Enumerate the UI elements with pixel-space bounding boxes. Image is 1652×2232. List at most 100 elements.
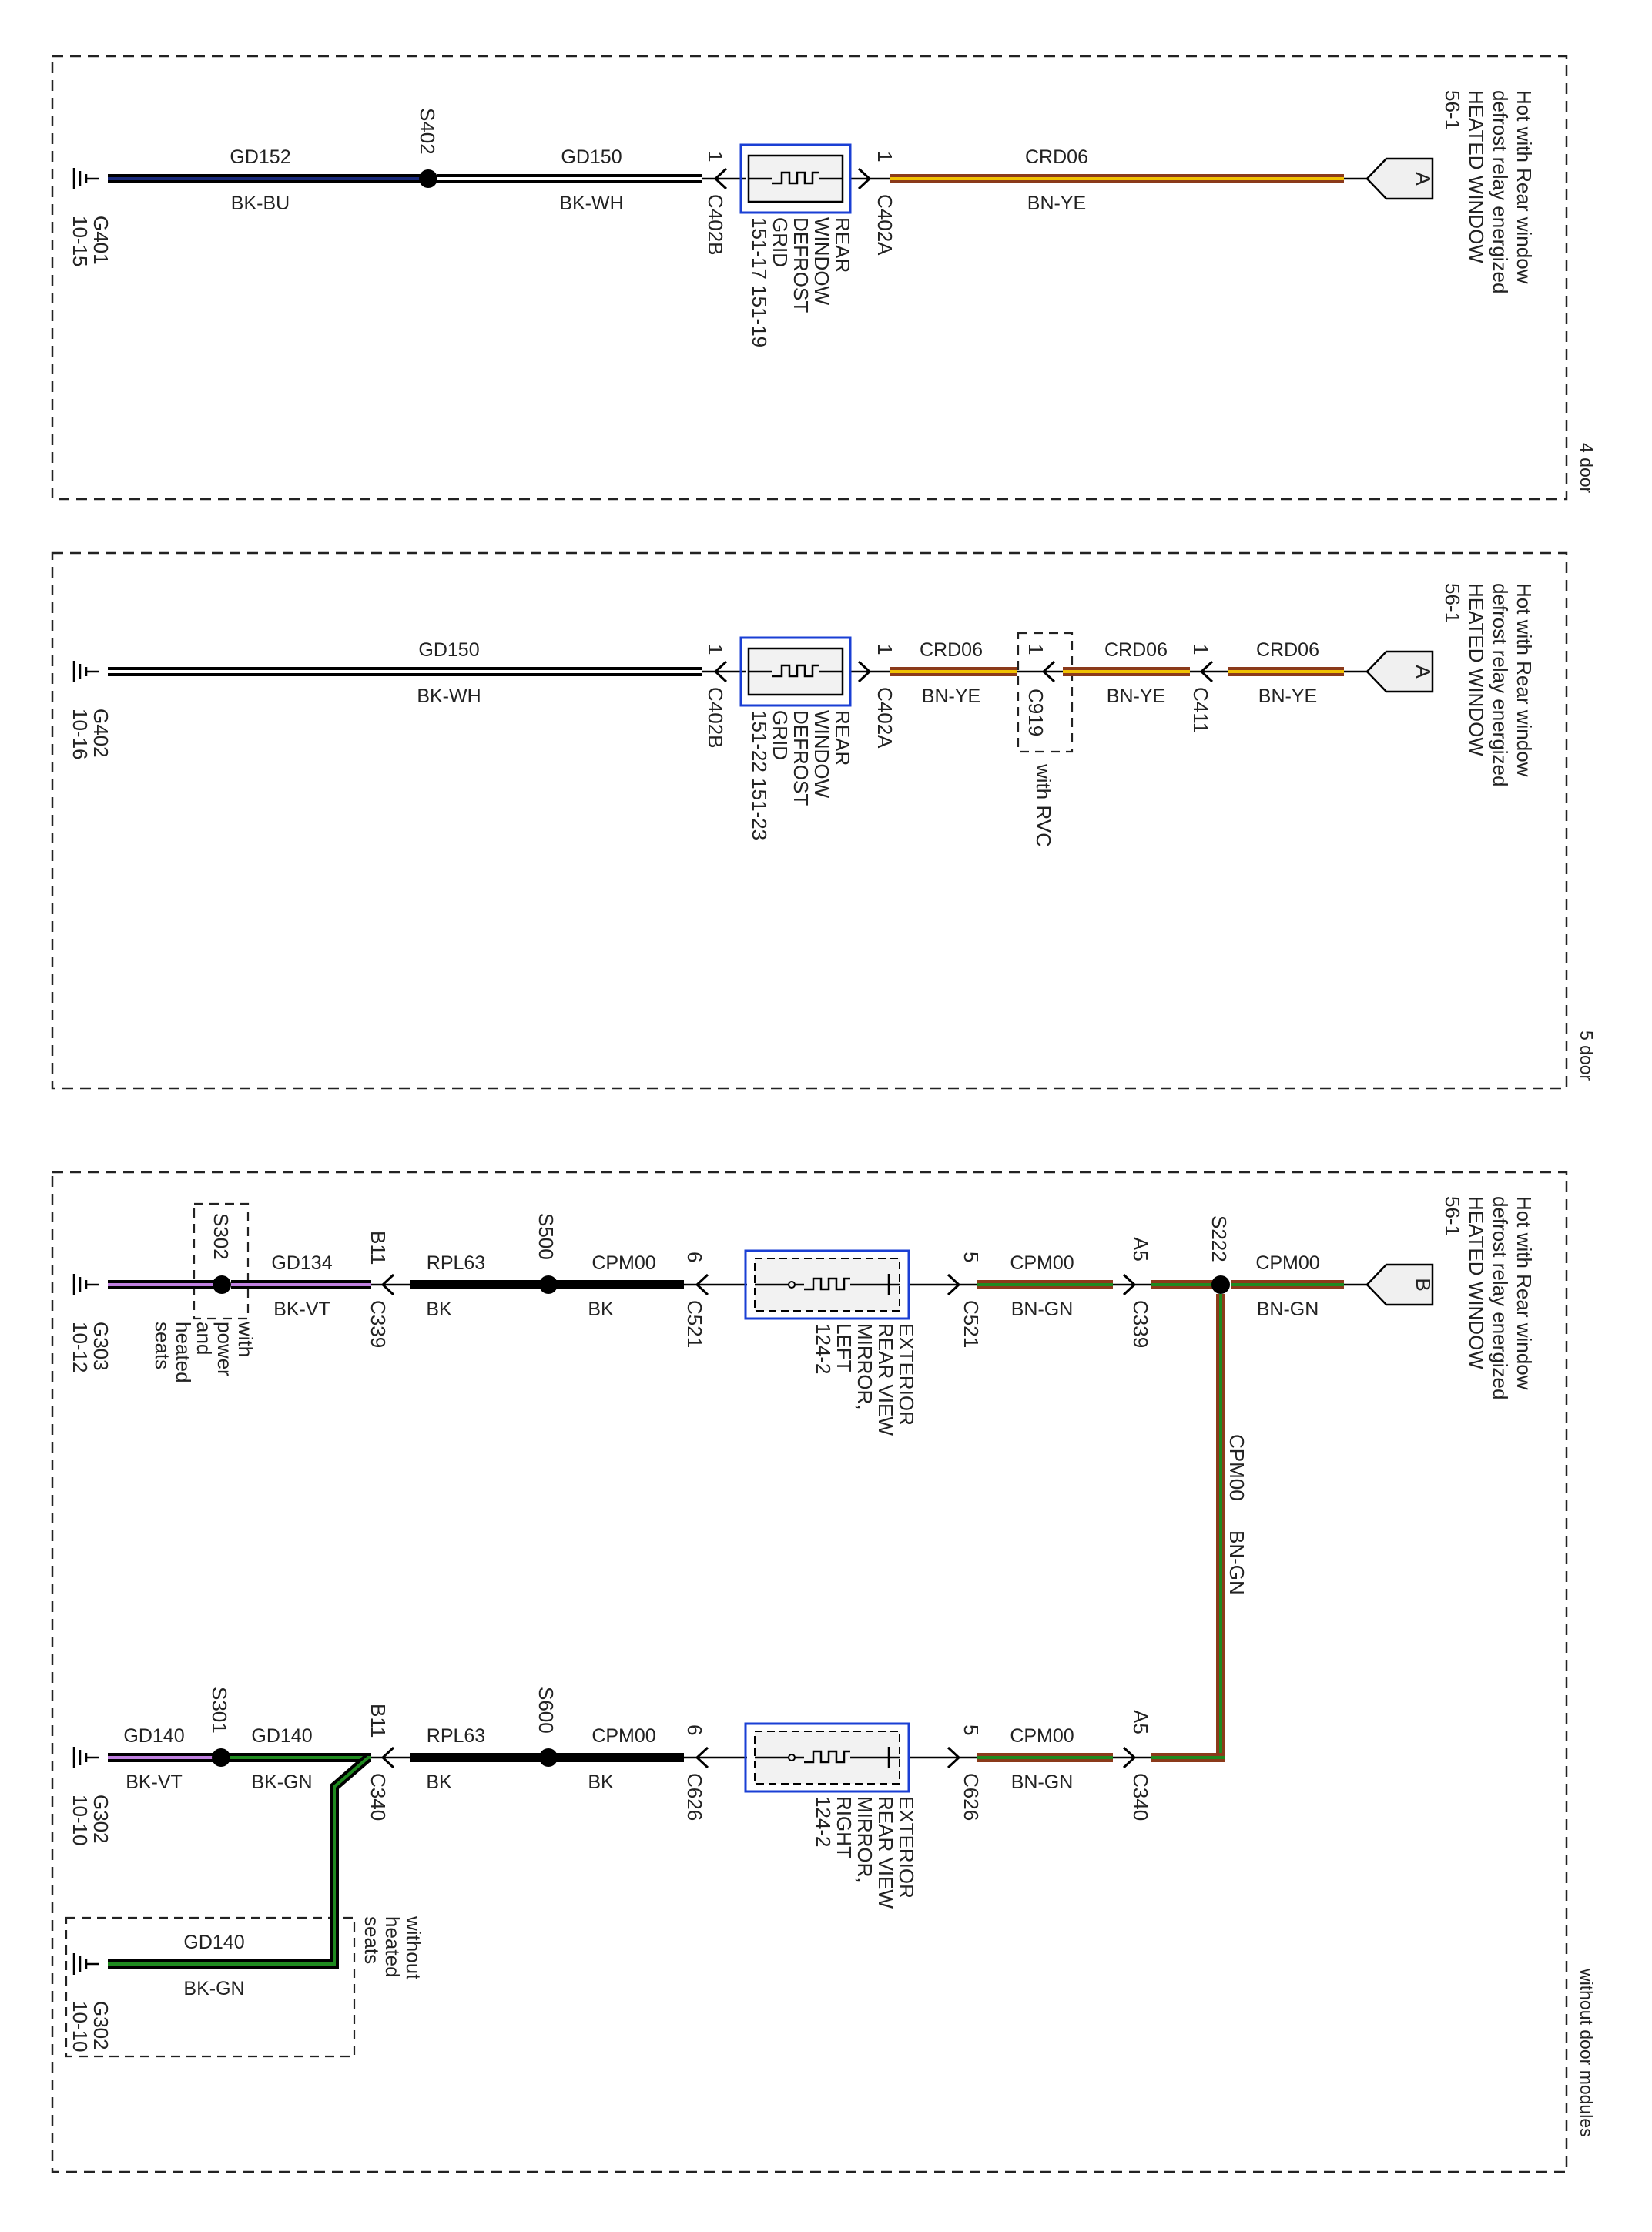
component-name: 124-2: [812, 1796, 835, 1848]
connector-c919-icon: [1041, 660, 1056, 683]
wire-color-label: BK-GN: [183, 1978, 244, 1999]
connector-pin: A5: [1129, 1237, 1152, 1262]
option-note: without: [402, 1915, 425, 1980]
source-description: Hot with Rear window: [1513, 583, 1536, 777]
option-note: and: [193, 1322, 216, 1355]
source-description: Hot with Rear window: [1513, 1196, 1536, 1390]
connector-pin: B11: [367, 1231, 390, 1265]
component-name: RIGHT: [833, 1796, 856, 1858]
connector-name: C402B: [704, 194, 727, 256]
connector-name: C919: [1024, 689, 1047, 736]
ground-icon: [72, 168, 99, 189]
wire-circuit-label: GD140: [183, 1932, 244, 1953]
wire-circuit-label: RPL63: [427, 1725, 485, 1747]
option-note: with: [234, 1321, 257, 1357]
heater-element-icon: [804, 1277, 850, 1291]
component-name: DEFROST: [789, 710, 813, 806]
connector-c411-icon: [1199, 660, 1214, 683]
wire-color-label: BK: [588, 1299, 614, 1320]
wire-circuit-label: RPL63: [427, 1252, 485, 1274]
component-name: MIRROR,: [853, 1323, 876, 1410]
ground-icon: [72, 661, 99, 682]
option-note: power: [213, 1322, 236, 1376]
wire-color-label: BK-VT: [126, 1771, 183, 1793]
power-source-flag: [1365, 1263, 1434, 1306]
connector-name: C340: [367, 1773, 390, 1821]
component-name: REAR: [831, 217, 854, 273]
connector-pin: 1: [704, 151, 727, 162]
source-letter: A: [1412, 172, 1435, 186]
power-source-flag: [1365, 650, 1434, 693]
wire-color-label: BN-GN: [1257, 1299, 1319, 1320]
connector-c339-icon: [1122, 1273, 1137, 1296]
source-description: HEATED WINDOW: [1465, 583, 1488, 756]
connector-c521-icon: [695, 1273, 709, 1296]
wire-circuit-label: CRD06: [1025, 146, 1088, 168]
component-ref: 151-22 151-23: [748, 710, 771, 840]
wire-gd140-branch: [108, 1754, 371, 1969]
wire-color-label: BK: [426, 1771, 452, 1793]
splice-s402: [419, 169, 437, 188]
wire-circuit-label: CPM00: [1010, 1725, 1074, 1747]
source-description: 56-1: [1441, 90, 1464, 130]
wire-circuit-label: GD134: [271, 1252, 332, 1274]
connector-pin: 6: [683, 1724, 706, 1735]
connector-pin: 1: [873, 151, 896, 162]
variant-label: 4 door: [1577, 443, 1597, 494]
connector-name: C402A: [873, 194, 896, 256]
connector-name: C411: [1189, 687, 1212, 733]
ground-name: G302: [89, 2001, 112, 2050]
ground-name: G401: [89, 216, 112, 265]
wire-circuit-label: GD150: [418, 639, 479, 661]
source-description: 56-1: [1441, 583, 1464, 623]
component-name: 124-2: [812, 1323, 835, 1375]
source-description: 56-1: [1441, 1196, 1464, 1236]
wire-circuit-label: CPM00: [1010, 1252, 1074, 1274]
wire-circuit-label: CRD06: [1104, 639, 1168, 661]
connector-name: C339: [1129, 1300, 1152, 1348]
splice-s600: [539, 1748, 558, 1767]
source-letter: B: [1412, 1278, 1435, 1291]
component-name: WINDOW: [810, 710, 833, 799]
splice-s302: [213, 1275, 231, 1294]
connector-name: C340: [1129, 1773, 1152, 1821]
component-name: REAR VIEW: [874, 1796, 897, 1909]
component-name: GRID: [769, 710, 792, 760]
wire-circuit-label: CPM00: [1225, 1434, 1248, 1501]
wire-color-label: BN-YE: [1027, 193, 1086, 214]
connector-pin: 5: [960, 1724, 983, 1735]
splice-s500: [539, 1275, 558, 1294]
connector-pin: B11: [367, 1704, 390, 1738]
wire-color-label: BN-YE: [1258, 685, 1317, 707]
option-note: with RVC: [1032, 763, 1055, 847]
wire-color-label: BN-GN: [1011, 1299, 1074, 1320]
option-box-s302: [193, 1202, 250, 1320]
source-description: defrost relay energized: [1489, 90, 1512, 293]
wire-circuit-label: GD150: [561, 146, 622, 168]
component-name: DEFROST: [789, 217, 813, 313]
connector-pin: 1: [873, 644, 896, 655]
ground-icon: [72, 1747, 99, 1768]
connector-name: C521: [683, 1300, 706, 1348]
connector-c340-icon: [1122, 1746, 1137, 1769]
connector-c339-icon: [380, 1273, 395, 1296]
connector-name: C626: [683, 1773, 706, 1821]
ground-name: G303: [89, 1322, 112, 1371]
component-name: WINDOW: [810, 217, 833, 306]
source-description: HEATED WINDOW: [1465, 1196, 1488, 1369]
connector-name: C626: [960, 1773, 983, 1821]
source-description: HEATED WINDOW: [1465, 90, 1488, 263]
connector-name: C339: [367, 1300, 390, 1348]
component-name: REAR VIEW: [874, 1323, 897, 1436]
connector-c626-icon: [947, 1746, 961, 1769]
source-letter: A: [1412, 665, 1435, 679]
connector-name: C521: [960, 1300, 983, 1348]
component-name: LEFT: [833, 1323, 856, 1372]
ground-ref: 10-15: [69, 216, 92, 267]
wire-color-label: BK-GN: [251, 1771, 312, 1793]
connector-c402b-icon: [713, 167, 728, 190]
wire-circuit-label: GD140: [123, 1725, 184, 1747]
component-name: EXTERIOR: [895, 1323, 918, 1426]
component-name: MIRROR,: [853, 1796, 876, 1883]
